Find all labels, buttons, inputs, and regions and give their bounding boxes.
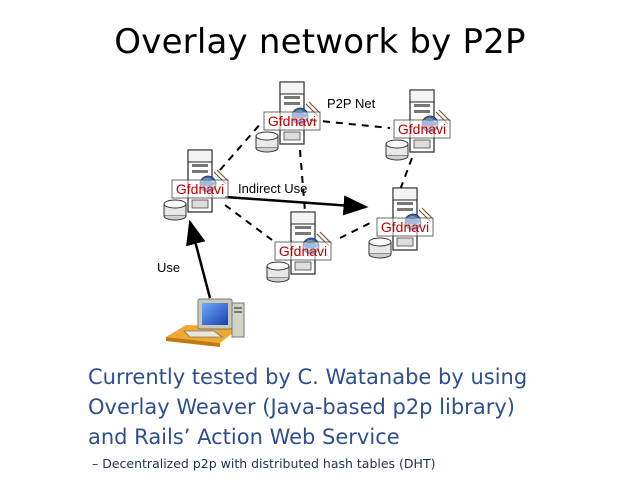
database-icon — [266, 261, 290, 283]
database-icon — [255, 131, 279, 153]
link-top-center-down — [299, 149, 306, 213]
node-label: Gfdnavi — [279, 243, 327, 259]
node-top-right: Gfdnavi — [385, 89, 451, 161]
node-label: Gfdnavi — [268, 113, 316, 129]
link-top — [309, 119, 391, 129]
client-computer-icon — [166, 298, 245, 347]
sub-bullet: – Decentralized p2p with distributed has… — [92, 456, 436, 471]
node-label: Gfdnavi — [176, 181, 224, 197]
p2p-links — [219, 119, 413, 241]
database-icon — [368, 237, 392, 259]
p2p-net-label: P2P Net — [327, 96, 376, 111]
body-text: Currently tested by C. Watanabe by using… — [88, 362, 527, 452]
body-line-3: and Rails’ Action Web Service — [88, 425, 400, 449]
link-left-bottom — [224, 204, 273, 241]
link-top-left — [219, 121, 263, 171]
node-label: Gfdnavi — [398, 121, 446, 137]
node-left: Gfdnavi — [163, 149, 229, 221]
indirect-use-label: Indirect Use — [238, 181, 307, 196]
link-bottom-right — [339, 221, 373, 239]
indirect-use-arrow — [224, 195, 369, 216]
node-right: Gfdnavi — [368, 187, 434, 259]
use-arrow — [186, 219, 212, 299]
node-bottom-center: Gfdnavi — [266, 211, 332, 283]
node-top-center: Gfdnavi — [255, 81, 321, 153]
body-line-2: Overlay Weaver (Java-based p2p library) — [88, 395, 515, 419]
link-right-vertical — [399, 157, 413, 191]
body-line-1: Currently tested by C. Watanabe by using — [88, 365, 528, 389]
node-label: Gfdnavi — [381, 219, 429, 235]
slide-title: Overlay network by P2P — [114, 22, 526, 62]
use-label: Use — [157, 260, 180, 275]
database-icon — [385, 139, 409, 161]
database-icon — [163, 199, 187, 221]
